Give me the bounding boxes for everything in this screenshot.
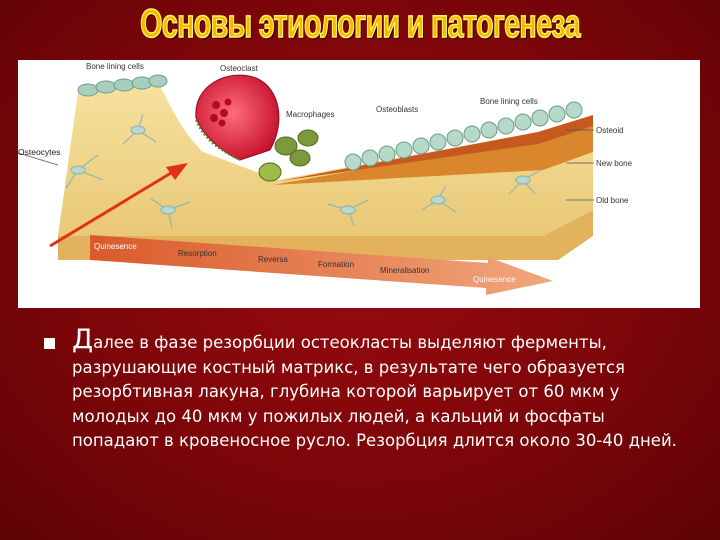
paragraph-text: Далее в фазе резорбции остеокласты выдел… [72, 326, 682, 454]
phase-band-arrow [90, 235, 553, 295]
dropcap-letter: Д [72, 324, 94, 355]
phase-formation: Formation [318, 260, 354, 269]
label-macrophages: Macrophages [286, 110, 334, 119]
bone-remodeling-diagram: Bone lining cells Osteoclast Osteoblasts… [18, 60, 700, 308]
label-old-bone: Old bone [596, 196, 629, 205]
old-bone-block [58, 82, 593, 236]
phase-resorption: Resorption [178, 249, 217, 258]
label-new-bone: New bone [596, 159, 633, 168]
label-osteoclast: Osteoclast [220, 64, 259, 73]
phase-mineralisation: Mineralisation [380, 266, 429, 275]
label-osteoid: Osteoid [596, 126, 624, 135]
osteoclast-cell [195, 74, 280, 161]
label-bone-lining-cells-left: Bone lining cells [86, 62, 144, 71]
phase-quinesence-start: Quinesence [94, 242, 137, 251]
phase-reversa: Reversa [258, 255, 288, 264]
bullet-marker [44, 338, 55, 349]
macrophage-cells [258, 129, 319, 182]
leader-lines [18, 129, 594, 201]
label-osteocytes: Osteocytes [18, 147, 61, 157]
phase-quinesence-end: Quinesence [473, 275, 516, 284]
label-bone-lining-cells-right: Bone lining cells [480, 97, 538, 106]
bone-remodeling-illustration: Bone lining cells Osteoclast Osteoblasts… [18, 62, 633, 295]
new-bone-layer [273, 122, 593, 185]
pointer-arrow [49, 163, 188, 248]
paragraph-body: алее в фазе резорбции остеокласты выделя… [72, 333, 677, 450]
osteoblast-cells [344, 101, 583, 171]
label-osteoblasts: Osteoblasts [376, 105, 418, 114]
slide-title: Основы этиологии и патогенеза [140, 1, 582, 47]
bone-lining-cells-left [77, 74, 168, 97]
osteocyte-network [65, 113, 542, 229]
